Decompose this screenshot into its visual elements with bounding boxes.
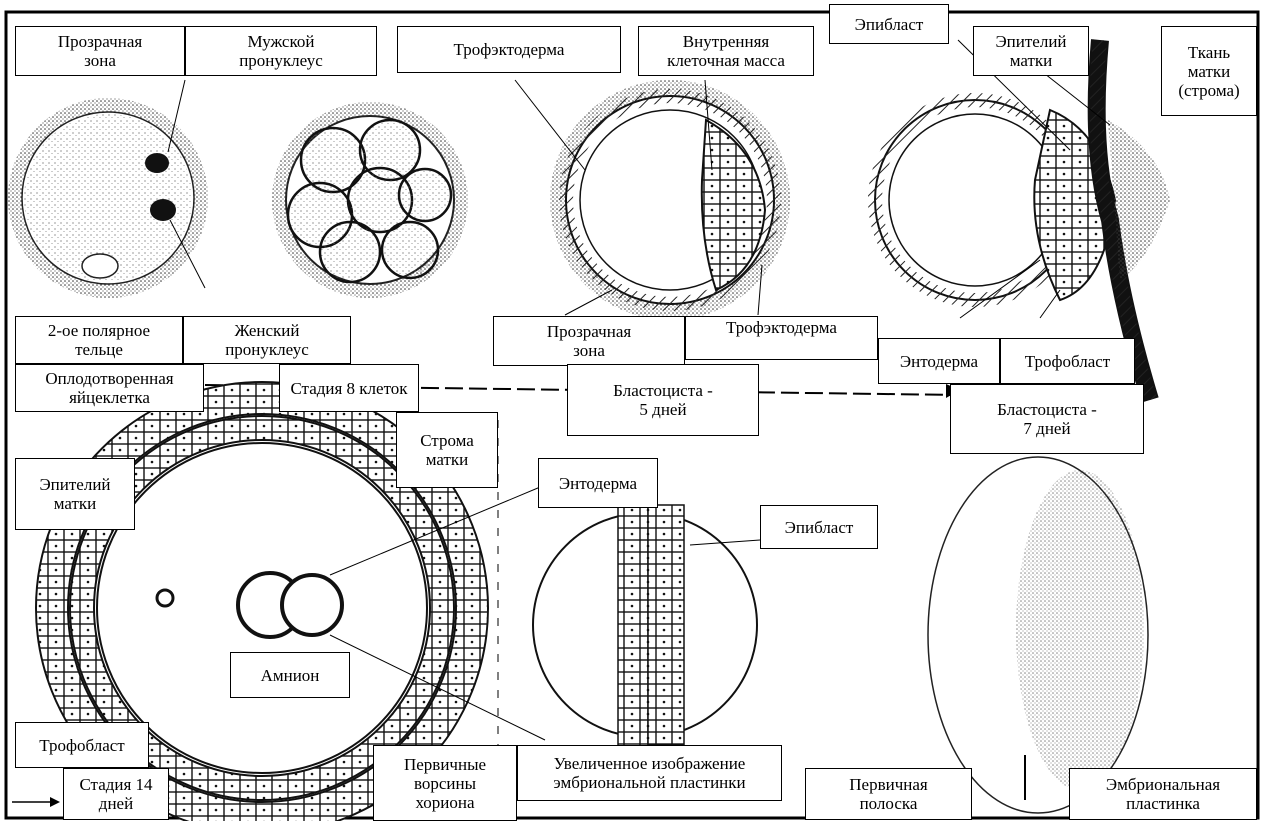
label-stage-14-days: Стадия 14 дней (63, 768, 169, 820)
label-embryonic-disc: Эмбриональная пластинка (1069, 768, 1257, 820)
label-blastocyst-7-days: Бластоциста - 7 дней (950, 384, 1144, 454)
label-blastocyst-5-days: Бластоциста - 5 дней (567, 364, 759, 436)
blastocyst-5-days-illustration (515, 80, 790, 320)
label-uterine-epithelium-2: Эпителий матки (15, 458, 135, 530)
fertilized-egg-illustration (8, 80, 208, 298)
label-endoderm-2: Энтодерма (538, 458, 658, 508)
label-trophectoderm-1: Трофэктодерма (397, 26, 621, 73)
label-uterine-epithelium-1: Эпителий матки (973, 26, 1089, 76)
label-stage-8-cells: Стадия 8 клеток (279, 364, 419, 412)
label-trophoblast-1: Трофобласт (1000, 338, 1135, 384)
label-endoderm-1: Энтодерма (878, 338, 1000, 384)
label-amnion: Амнион (230, 652, 350, 698)
enlarged-disc-illustration (533, 490, 760, 750)
label-enlarged-disc: Увеличенное изображение эмбриональной пл… (517, 745, 782, 801)
label-fertilized-egg: Оплодотворенная яйцеклетка (15, 364, 204, 412)
label-male-pronucleus: Мужской пронуклеус (185, 26, 377, 76)
label-primary-villi: Первичные ворсины хориона (373, 745, 517, 821)
label-female-pronucleus: Женский пронуклеус (183, 316, 351, 364)
label-zona-pellucida-2: Прозрачная зона (493, 316, 685, 366)
label-epiblast-2: Эпибласт (760, 505, 878, 549)
label-uterine-stroma: Строма матки (396, 412, 498, 488)
eight-cell-illustration (272, 102, 468, 298)
label-primitive-streak: Первичная полоска (805, 768, 972, 820)
label-second-polar-body: 2-ое полярное тельце (15, 316, 183, 364)
label-epiblast-1: Эпибласт (829, 4, 949, 44)
label-zona-pellucida-1: Прозрачная зона (15, 26, 185, 76)
label-inner-cell-mass: Внутренняя клеточная масса (638, 26, 814, 76)
label-uterine-tissue: Ткань матки (строма) (1161, 26, 1257, 116)
label-trophectoderm-2: Трофэктодерма (685, 316, 878, 360)
label-trophoblast-2: Трофобласт (15, 722, 149, 768)
embryonic-disc-illustration (928, 457, 1148, 813)
